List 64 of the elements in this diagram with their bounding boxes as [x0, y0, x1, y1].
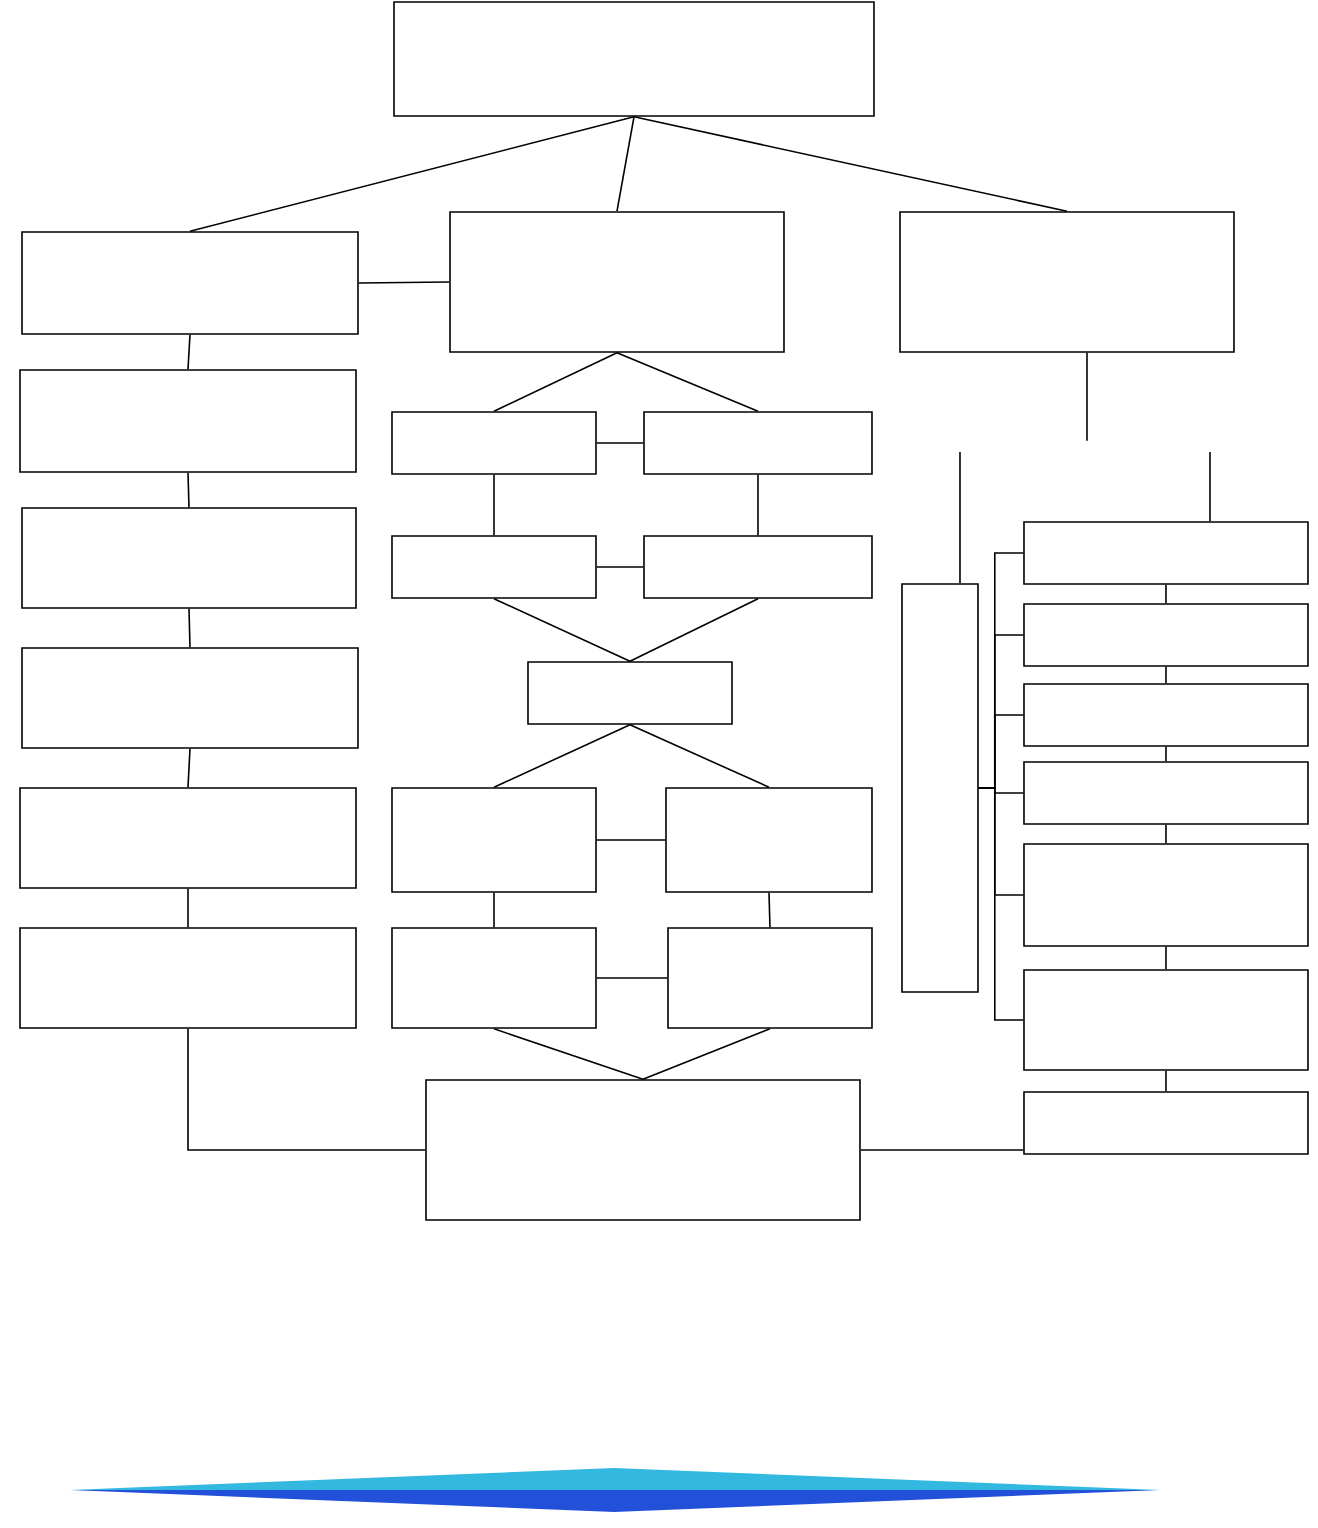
empty-box — [643, 535, 873, 599]
empty-box — [899, 211, 1235, 353]
empty-box — [19, 787, 357, 889]
empty-box — [449, 211, 785, 353]
empty-box — [21, 507, 357, 609]
connector-line — [629, 598, 759, 662]
empty-box — [391, 535, 597, 599]
connector-line — [596, 839, 666, 841]
empty-box — [1023, 603, 1309, 667]
empty-box — [1023, 969, 1309, 1071]
connector-line — [596, 442, 644, 444]
empty-box — [391, 411, 597, 475]
empty-box — [391, 927, 597, 1029]
empty-box — [1023, 521, 1309, 585]
empty-box — [1023, 843, 1309, 947]
connector-line — [493, 892, 495, 928]
connector-line — [757, 474, 759, 536]
empty-box — [665, 787, 873, 893]
empty-box — [1023, 1091, 1309, 1155]
connector-line — [768, 892, 771, 928]
connector-line — [978, 787, 1024, 1021]
empty-box — [527, 661, 733, 725]
connector-line — [493, 474, 495, 536]
connector-line — [1086, 352, 1088, 442]
connector-line — [493, 1028, 644, 1080]
connector-line — [959, 451, 961, 584]
connector-line — [616, 352, 759, 413]
connector-line — [187, 748, 191, 788]
empty-box — [393, 1, 875, 117]
connector-line — [596, 566, 644, 568]
connector-line — [1165, 946, 1167, 970]
connector-line — [493, 352, 618, 413]
connector-line — [188, 608, 191, 648]
connector-line — [187, 1028, 426, 1151]
empty-box — [19, 927, 357, 1029]
empty-box — [19, 369, 357, 473]
connector-line — [187, 472, 190, 509]
connector-line — [616, 116, 635, 212]
connector-line — [189, 116, 635, 232]
empty-box — [391, 787, 597, 893]
connector-line — [633, 116, 1068, 212]
empty-box — [1023, 761, 1309, 825]
empty-box — [425, 1079, 861, 1221]
connector-line — [493, 724, 631, 788]
connector-line — [187, 334, 191, 371]
connector-line — [596, 977, 668, 979]
connector-line — [629, 724, 770, 788]
connector-line — [860, 1149, 1024, 1151]
empty-box — [643, 411, 873, 475]
connector-line — [642, 1028, 771, 1080]
empty-box — [667, 927, 873, 1029]
connector-line — [1209, 451, 1211, 522]
connector-line — [1165, 824, 1167, 844]
connector-line — [493, 598, 631, 662]
empty-box — [21, 647, 359, 749]
connector-line — [187, 888, 189, 928]
empty-box — [1023, 683, 1309, 747]
connector-line — [1165, 666, 1167, 684]
connector-line — [1165, 746, 1167, 762]
empty-box — [901, 583, 979, 993]
connector-line — [358, 281, 450, 284]
empty-box — [21, 231, 359, 335]
connector-line — [1165, 1070, 1167, 1092]
connector-line — [1165, 584, 1167, 604]
